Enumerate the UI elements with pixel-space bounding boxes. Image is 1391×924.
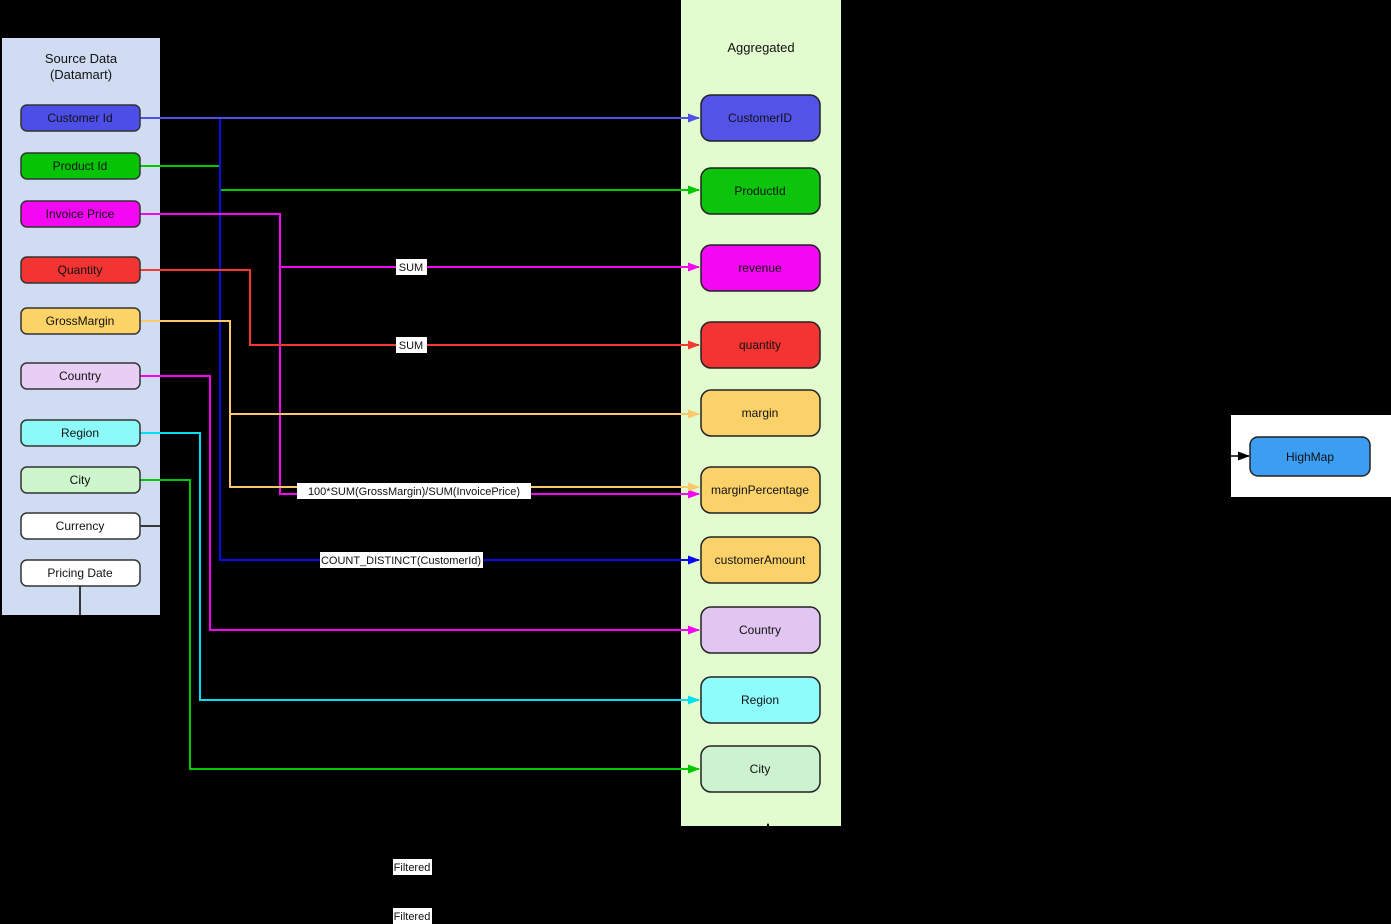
edge-label-margin-percentage-formula: 100*SUM(GrossMargin)/SUM(InvoicePrice) — [297, 483, 531, 499]
edge-city-to-city — [140, 479, 700, 774]
node-rect — [700, 244, 821, 292]
edge-label-text: SUM — [399, 340, 423, 352]
source-panel-title-line2: (Datamart) — [50, 67, 112, 82]
node-rect — [700, 321, 821, 369]
node-rect — [20, 256, 141, 284]
node-label: Pricing Date — [47, 566, 113, 580]
node-rect — [20, 152, 141, 180]
aggregated-field-customeramount[interactable]: customerAmount — [700, 536, 821, 584]
source-panel-title-line1: Source Data — [45, 51, 118, 66]
node-rect — [20, 362, 141, 390]
node-rect — [700, 466, 821, 514]
node-label: Country — [59, 369, 101, 383]
source-field-customer-id[interactable]: Customer Id — [20, 104, 141, 132]
edge-label-text: 100*SUM(GrossMargin)/SUM(InvoicePrice) — [308, 486, 520, 498]
edge-country-to-country — [140, 375, 700, 635]
source-field-pricing-date[interactable]: Pricing Date — [20, 559, 141, 587]
edge-label-customer-amount-formula: COUNT_DISTINCT(CustomerId) — [320, 552, 483, 568]
node-label: CustomerID — [728, 111, 792, 125]
node-label: City — [70, 473, 91, 487]
node-rect — [20, 307, 141, 335]
source-field-grossmargin[interactable]: GrossMargin — [20, 307, 141, 335]
node-rect — [20, 104, 141, 132]
node-rect — [700, 676, 821, 724]
node-rect — [20, 200, 141, 228]
edge-label-bg — [393, 859, 432, 875]
aggregated-panel-title: Aggregated — [727, 40, 794, 55]
node-label: marginPercentage — [711, 483, 809, 497]
node-rect — [700, 745, 821, 793]
edge-label-filtered-currency: Filtered — [393, 859, 432, 875]
aggregated-field-productid[interactable]: ProductId — [700, 167, 821, 215]
edge-label-text: Filtered — [394, 911, 431, 923]
node-label: revenue — [738, 261, 782, 275]
node-label: margin — [742, 406, 779, 420]
node-rect — [700, 167, 821, 215]
node-label: Customer Id — [47, 111, 112, 125]
edge-label-sum-quantity: SUM — [396, 337, 427, 353]
edge-label-bg — [297, 483, 531, 499]
edge-label-filtered-pricing-date: Filtered — [393, 908, 432, 924]
node-label: Invoice Price — [46, 207, 115, 221]
node-label: quantity — [739, 338, 781, 352]
node-rect — [20, 559, 141, 587]
node-rect — [20, 512, 141, 540]
node-rect — [700, 536, 821, 584]
aggregated-field-customerid[interactable]: CustomerID — [700, 94, 821, 142]
node-label: City — [750, 762, 771, 776]
source-field-currency[interactable]: Currency — [20, 512, 141, 540]
source-field-product-id[interactable]: Product Id — [20, 152, 141, 180]
node-label: ProductId — [734, 184, 785, 198]
node-label: Region — [741, 693, 779, 707]
node-rect — [700, 606, 821, 654]
aggregated-field-revenue[interactable]: revenue — [700, 244, 821, 292]
edge-region-to-region — [140, 432, 700, 705]
edge-label-text: Filtered — [394, 862, 431, 874]
node-label: Region — [61, 426, 99, 440]
node-label: Quantity — [58, 263, 103, 277]
aggregated-field-city[interactable]: City — [700, 745, 821, 793]
aggregated-field-quantity[interactable]: quantity — [700, 321, 821, 369]
edge-label-bg — [393, 908, 432, 924]
node-rect — [20, 419, 141, 447]
node-rect — [700, 94, 821, 142]
source-field-country[interactable]: Country — [20, 362, 141, 390]
node-label: Country — [739, 623, 781, 637]
edge-label-bg — [396, 337, 427, 353]
source-field-quantity[interactable]: Quantity — [20, 256, 141, 284]
edge-label-text: COUNT_DISTINCT(CustomerId) — [321, 555, 481, 567]
source-field-city[interactable]: City — [20, 466, 141, 494]
edge-label-bg — [396, 259, 427, 275]
edge-label-text: SUM — [399, 262, 423, 274]
node-rect — [700, 389, 821, 437]
node-rect — [20, 466, 141, 494]
edge-quantity-to-quantity — [140, 269, 700, 350]
highmap-node[interactable]: HighMap — [1249, 436, 1371, 477]
node-label: customerAmount — [715, 553, 806, 567]
node-label: Product Id — [53, 159, 108, 173]
node-rect — [1249, 436, 1371, 477]
aggregated-field-region[interactable]: Region — [700, 676, 821, 724]
source-field-region[interactable]: Region — [20, 419, 141, 447]
aggregated-field-margin[interactable]: margin — [700, 389, 821, 437]
aggregated-field-country[interactable]: Country — [700, 606, 821, 654]
node-label: HighMap — [1286, 450, 1334, 464]
aggregated-field-marginpercentage[interactable]: marginPercentage — [700, 466, 821, 514]
node-label: GrossMargin — [46, 314, 115, 328]
source-field-invoice-price[interactable]: Invoice Price — [20, 200, 141, 228]
node-label: Currency — [56, 519, 105, 533]
edge-label-sum-revenue: SUM — [396, 259, 427, 275]
edge-label-bg — [320, 552, 483, 568]
